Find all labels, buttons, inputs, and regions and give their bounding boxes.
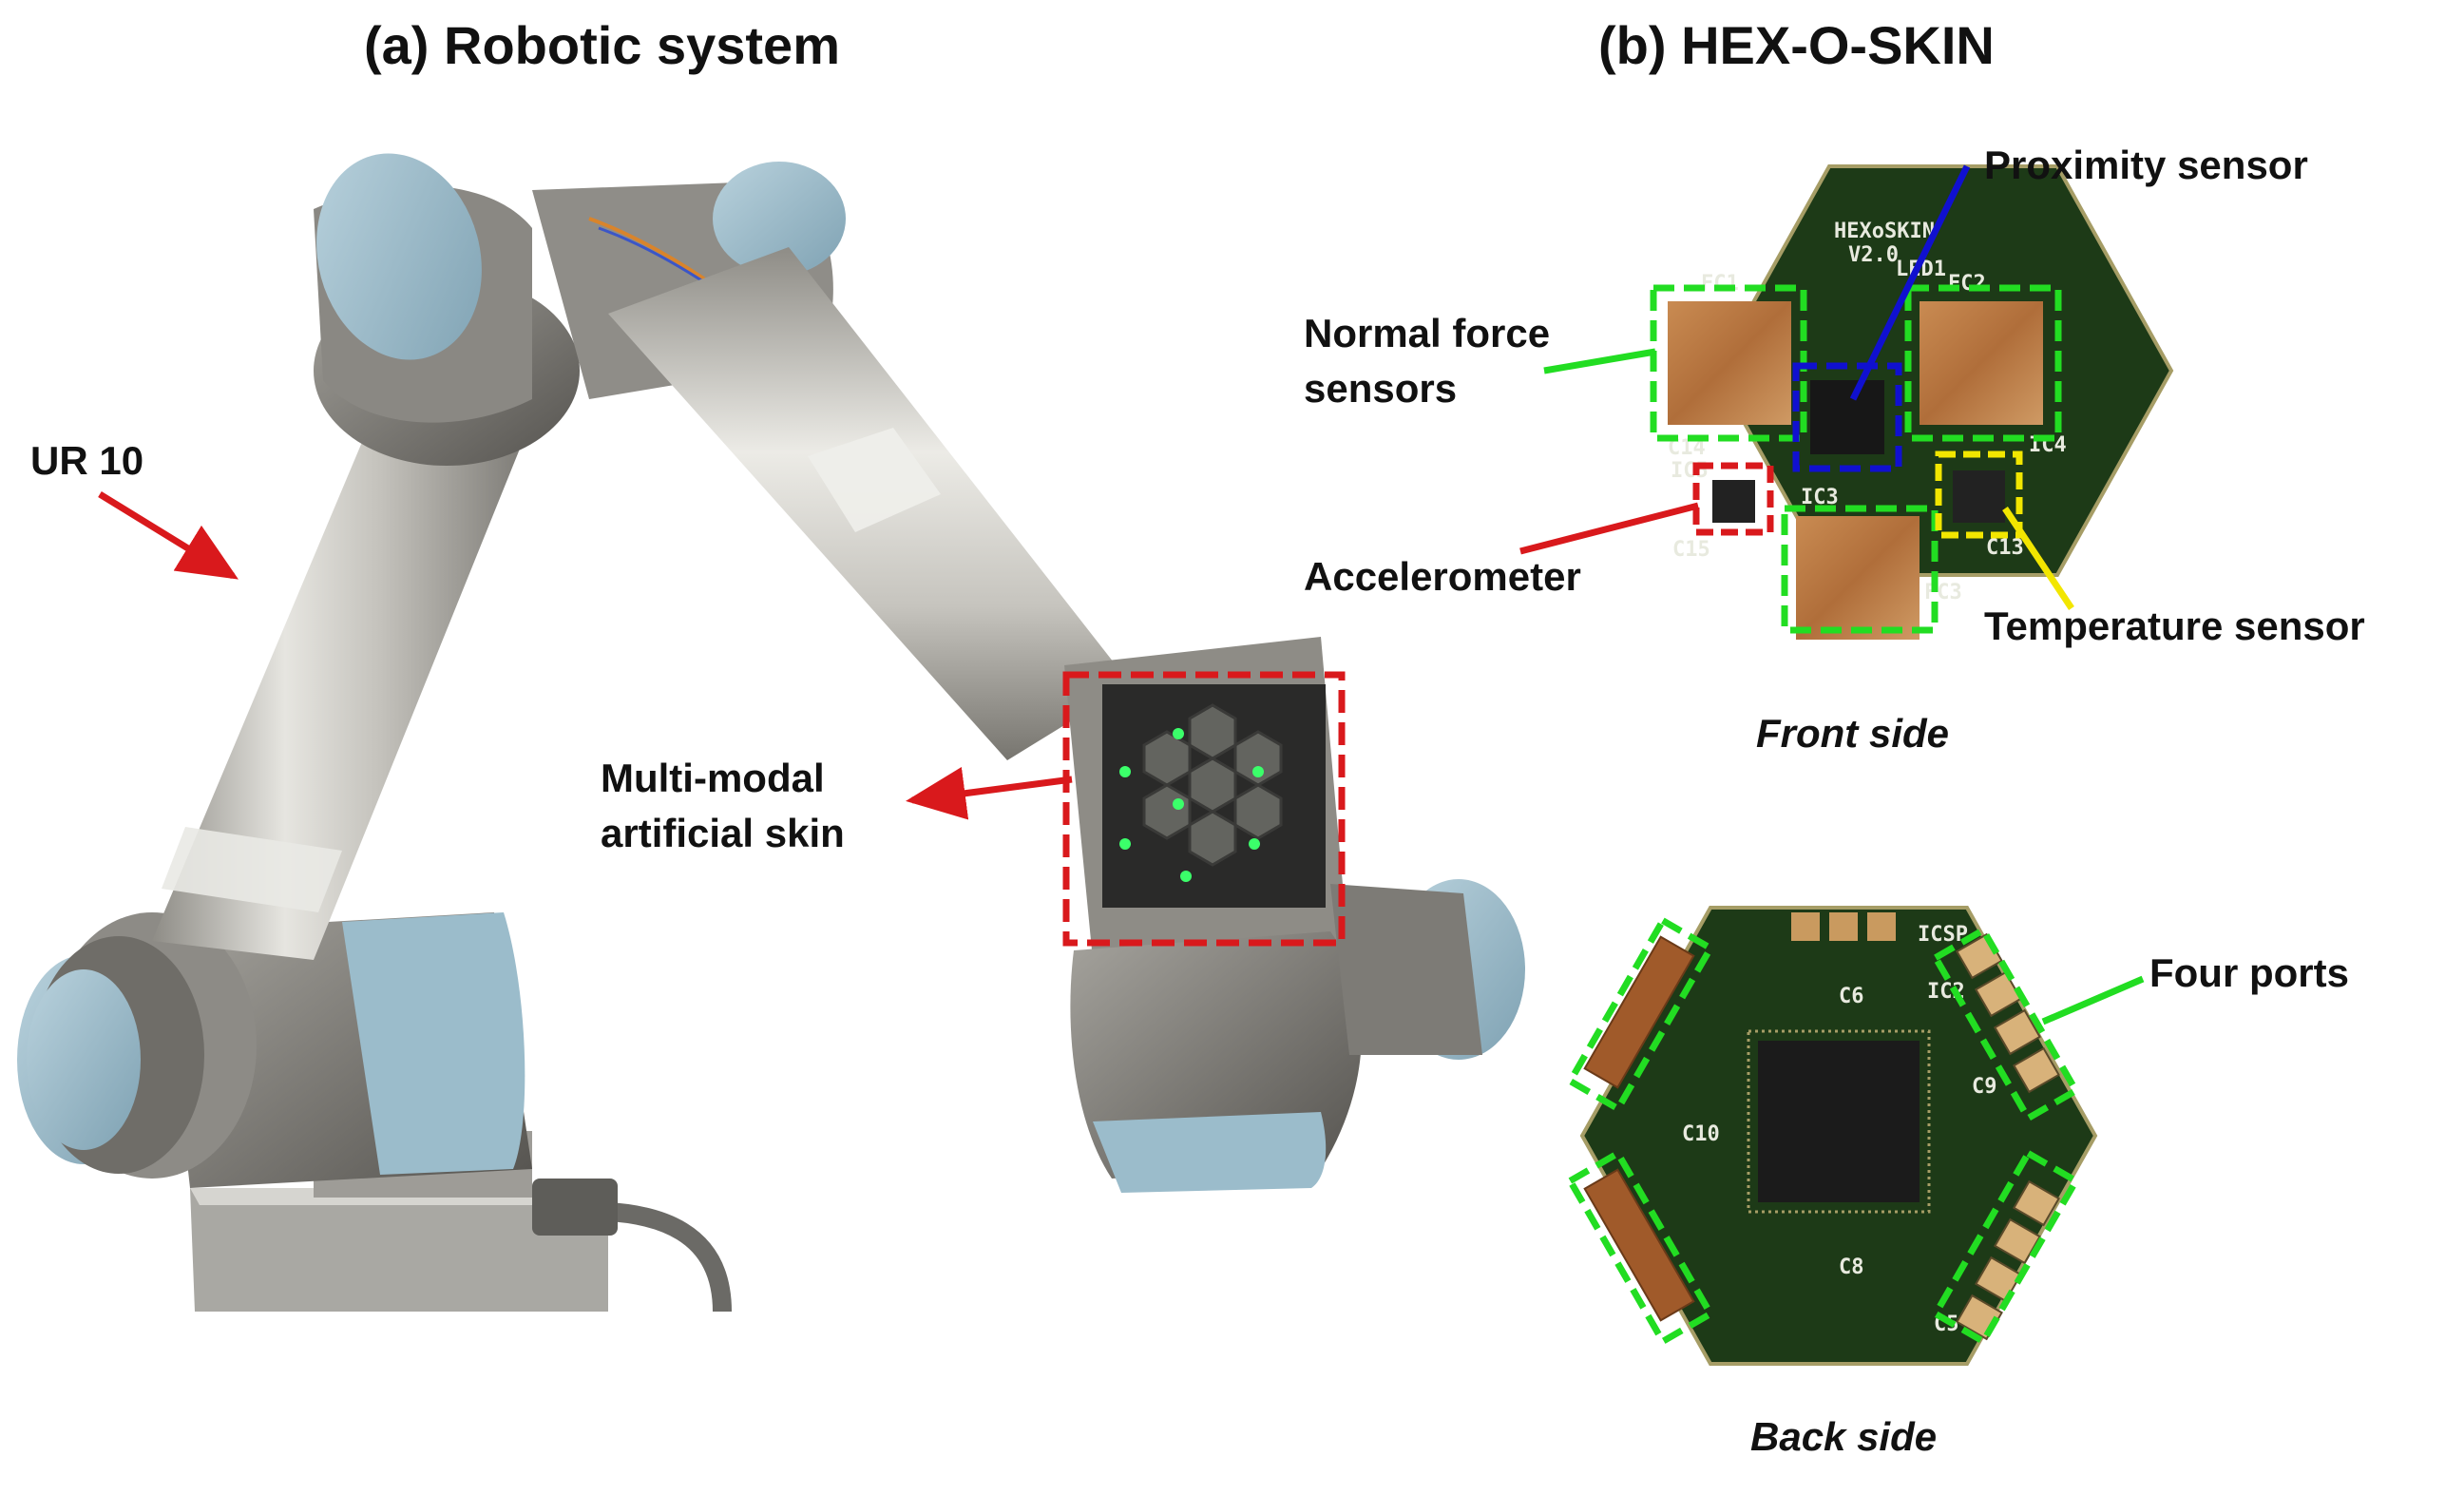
pcb-version-text: V2.0 [1848,243,1899,267]
back-side-caption: Back side [1750,1414,1938,1459]
skin-label-line1: Multi-modal [601,756,825,800]
temperature-label: Temperature sensor [1984,604,2365,648]
pcb-fc1: FC1 [1701,272,1739,296]
pcb-brand-text: HEXoSKIN [1834,220,1935,243]
normal-force-label-line2: sensors [1304,366,1458,411]
proximity-label: Proximity sensor [1984,143,2308,187]
normal-force-label-line1: Normal force [1304,311,1551,355]
accelerometer-box [1692,462,1774,536]
skin-arrow [906,766,1073,820]
ur10-label: UR 10 [30,438,144,483]
normal-force-leader [1543,348,1656,374]
accelerometer-label: Accelerometer [1304,554,1581,599]
panel-b-title: (b) HEX-O-SKIN [1598,15,1995,75]
pcb-back-photo: ICSP IC2 C6 C8 C9 C10 C5 [1579,906,2098,1366]
pcb-c9: C9 [1972,1075,1997,1099]
robot-photo [17,153,1525,1313]
skin-label-line2: artificial skin [601,811,845,855]
four-ports-leader [2041,975,2145,1025]
force-sensor-box-2 [1904,284,2062,442]
pcb-front-photo: HEXoSKIN V2.0 FC1 FC2 LED1 C14 IC5 C15 I… [1668,164,2174,640]
pcb-fc3: FC3 [1924,581,1962,604]
front-side-caption: Front side [1756,711,1950,756]
panel-a-title: (a) Robotic system [364,15,840,75]
pcb-fc2: FC2 [1948,272,1986,296]
proximity-leader [1849,164,1971,401]
four-ports-label: Four ports [2149,950,2349,995]
pcb-c8: C8 [1839,1255,1864,1279]
temperature-sensor-box [1935,450,2023,539]
pcb-c10: C10 [1682,1122,1720,1146]
temperature-leader [2002,507,2074,610]
ur10-arrow [98,491,239,580]
accelerometer-leader [1519,502,1699,555]
skin-highlight-box [1062,671,1346,947]
pcb-c13: C13 [1986,536,2024,560]
proximity-sensor-box [1792,362,1902,472]
force-sensor-box-3 [1781,505,1939,634]
pcb-icsp: ICSP [1918,923,1968,947]
pcb-c15: C15 [1672,538,1710,562]
pcb-c6: C6 [1839,985,1864,1008]
